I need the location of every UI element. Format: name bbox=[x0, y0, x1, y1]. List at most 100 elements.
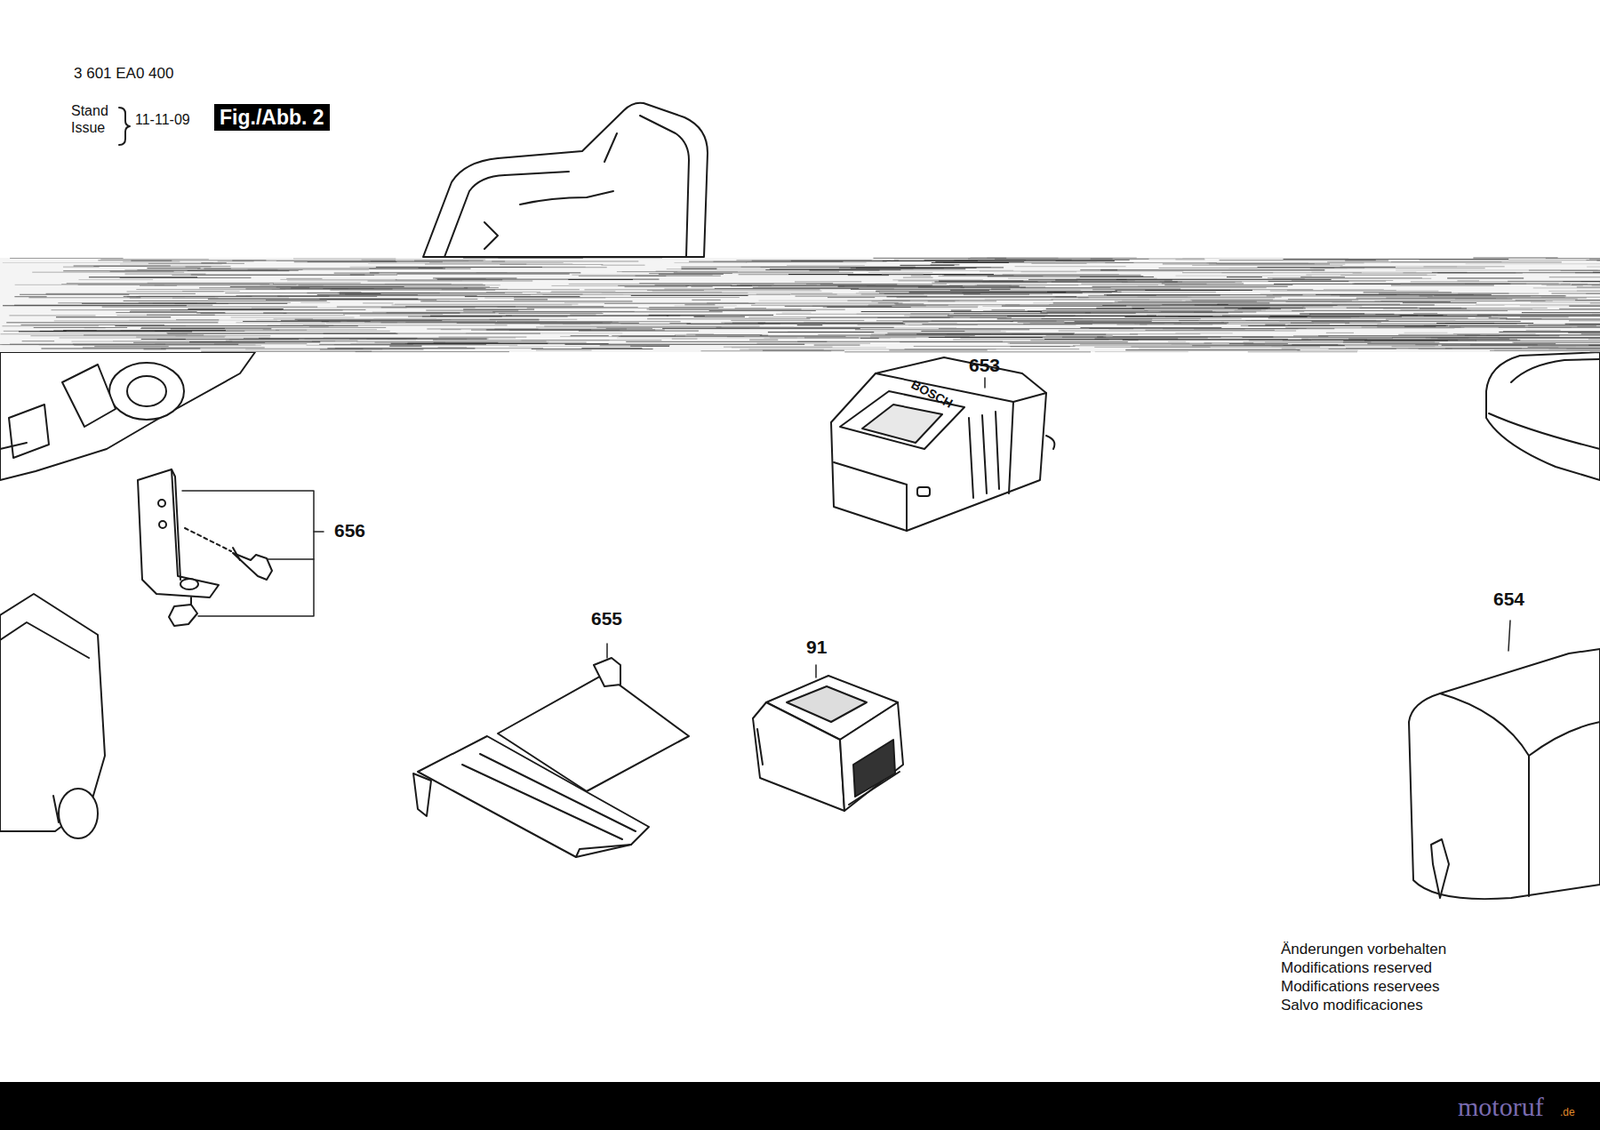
noise-line bbox=[1005, 304, 1220, 305]
noise-line bbox=[1270, 315, 1492, 317]
noise-line bbox=[1515, 299, 1600, 301]
noise-line bbox=[432, 277, 517, 279]
noise-line bbox=[307, 261, 398, 263]
noise-line bbox=[913, 345, 1076, 347]
noise-line bbox=[217, 260, 255, 262]
noise-line bbox=[73, 265, 171, 267]
noise-line bbox=[1248, 351, 1358, 352]
noise-line bbox=[312, 341, 547, 343]
noise-line bbox=[888, 349, 987, 351]
noise-line bbox=[944, 274, 1141, 276]
note-text: Änderungen vorbehalten bbox=[1280, 940, 1447, 959]
noise-line bbox=[892, 279, 983, 280]
noise-line bbox=[848, 274, 889, 276]
noise-line bbox=[930, 264, 960, 265]
noise-line bbox=[21, 324, 166, 326]
noise-line bbox=[110, 271, 175, 272]
noise-line bbox=[1192, 264, 1343, 266]
noise-line bbox=[334, 344, 414, 345]
noise-line bbox=[1009, 343, 1212, 344]
noise-line bbox=[887, 332, 1075, 334]
noise-line bbox=[950, 289, 990, 291]
noise-line bbox=[94, 345, 168, 347]
noise-line bbox=[1080, 269, 1118, 271]
noise-line bbox=[1095, 338, 1179, 340]
noise-line bbox=[782, 312, 812, 313]
noise-line bbox=[1453, 333, 1536, 335]
noise-line bbox=[136, 288, 286, 290]
noise-line bbox=[138, 302, 291, 304]
noise-line bbox=[72, 344, 166, 345]
noise-line bbox=[856, 267, 977, 269]
noise-line bbox=[625, 341, 827, 343]
noise-line bbox=[78, 279, 153, 280]
noise-line bbox=[1175, 258, 1205, 260]
noise-line bbox=[176, 319, 219, 320]
noise-line bbox=[426, 328, 627, 329]
noise-line bbox=[531, 294, 624, 296]
noise-line bbox=[1472, 257, 1558, 259]
noise-line bbox=[928, 336, 1043, 338]
noise-line bbox=[1131, 305, 1333, 307]
noise-line bbox=[1121, 299, 1182, 301]
noise-line bbox=[1344, 260, 1389, 262]
noise-line bbox=[1418, 259, 1586, 261]
noise-line bbox=[1028, 279, 1127, 280]
noise-line bbox=[1023, 323, 1227, 325]
brand-logo: BOSCH bbox=[908, 376, 955, 411]
noise-line bbox=[491, 260, 639, 262]
noise-line bbox=[652, 290, 823, 292]
watermark: .de bbox=[1560, 1106, 1576, 1120]
noise-line bbox=[786, 264, 865, 266]
noise-line bbox=[1240, 325, 1448, 327]
noise-line bbox=[1559, 308, 1600, 310]
noise-line bbox=[647, 318, 810, 320]
noise-line bbox=[578, 275, 667, 277]
noise-line bbox=[187, 308, 283, 310]
noise-line bbox=[1242, 336, 1478, 338]
noise-line bbox=[1257, 266, 1396, 268]
noise-line bbox=[578, 330, 699, 332]
noise-line bbox=[513, 296, 740, 298]
noise-line bbox=[1477, 314, 1600, 316]
noise-line bbox=[909, 316, 1045, 318]
noise-line bbox=[1182, 257, 1349, 259]
noise-line bbox=[1408, 347, 1600, 349]
noise-line bbox=[1367, 343, 1556, 344]
noise-line bbox=[170, 328, 272, 329]
noise-line bbox=[433, 342, 499, 344]
noise-line bbox=[498, 312, 603, 314]
noise-line bbox=[414, 260, 484, 262]
noise-line bbox=[203, 268, 446, 270]
noise-line bbox=[1576, 326, 1600, 328]
noise-line bbox=[760, 335, 976, 336]
noise-line bbox=[1545, 257, 1600, 259]
noise-line bbox=[1072, 344, 1284, 346]
noise-line bbox=[1339, 296, 1531, 297]
noise-line bbox=[826, 306, 911, 308]
noise-line bbox=[1051, 298, 1274, 300]
noise-line bbox=[1441, 344, 1600, 346]
noise-line bbox=[1192, 300, 1352, 302]
noise-line bbox=[306, 292, 505, 294]
noise-line bbox=[1175, 332, 1232, 334]
noise-line bbox=[947, 314, 1157, 316]
noise-line bbox=[1009, 345, 1070, 347]
noise-line bbox=[895, 304, 1020, 305]
noise-line bbox=[375, 342, 587, 344]
noise-line bbox=[878, 302, 899, 304]
noise-line bbox=[1576, 287, 1600, 288]
noise-line bbox=[438, 346, 468, 348]
parallel-guide bbox=[413, 657, 689, 857]
noise-line bbox=[838, 286, 1020, 288]
noise-line bbox=[1228, 267, 1347, 269]
noise-line bbox=[536, 350, 592, 352]
noise-line bbox=[686, 323, 905, 325]
noise-line bbox=[1208, 264, 1345, 265]
noise-line bbox=[776, 313, 950, 315]
noise-line bbox=[18, 330, 192, 332]
noise-line bbox=[690, 286, 712, 288]
noise-line bbox=[1095, 351, 1189, 352]
noise-line bbox=[280, 323, 325, 325]
noise-line bbox=[129, 297, 289, 299]
